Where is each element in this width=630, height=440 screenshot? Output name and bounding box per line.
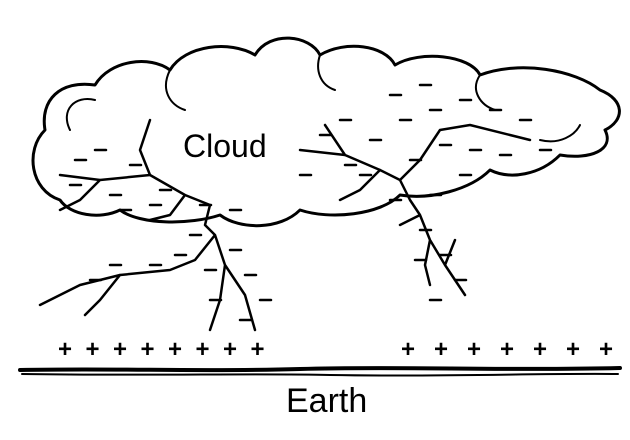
positive-charge: + <box>500 336 515 363</box>
lightning-right <box>298 123 532 297</box>
positive-charge: + <box>113 336 128 363</box>
cloud-outline <box>31 36 621 228</box>
positive-charge: + <box>599 336 614 363</box>
earth-label: Earth <box>286 382 368 420</box>
positive-charge: + <box>401 336 416 363</box>
positive-charge: + <box>168 336 183 363</box>
cloud-inner-puff <box>65 54 581 143</box>
positive-charge: + <box>140 336 155 363</box>
positive-charge: + <box>58 336 73 363</box>
positive-charge: + <box>533 336 548 363</box>
positive-charge: + <box>223 336 238 363</box>
positive-charge: + <box>195 336 210 363</box>
cloud-negative-charges <box>68 83 553 322</box>
positive-charge: + <box>434 336 449 363</box>
positive-charge: + <box>85 336 100 363</box>
positive-charge: + <box>250 336 265 363</box>
positive-charge: + <box>566 336 581 363</box>
earth-ground-line-lower <box>21 372 619 377</box>
positive-charge: + <box>467 336 482 363</box>
cloud-label: Cloud <box>183 128 267 164</box>
earth-ground-line <box>18 366 622 373</box>
